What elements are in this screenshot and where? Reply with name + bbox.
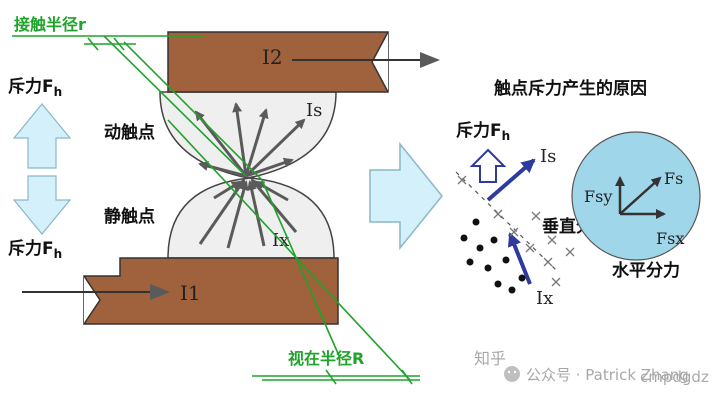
current-flow-arrows <box>194 102 306 249</box>
force-fsx-label: Fsx <box>656 229 684 248</box>
force-fs-label: Fs <box>664 169 683 188</box>
current-into-page-crosses <box>457 175 575 287</box>
svg-text:知乎: 知乎 <box>474 349 506 368</box>
right-label-ix: Ix <box>536 288 553 309</box>
current-label-is: Is <box>306 100 322 121</box>
moving-contact-label: 动触点 <box>104 122 155 143</box>
upper-conductor-bar <box>167 31 389 93</box>
current-label-bottom: I1 <box>180 281 201 305</box>
repulsion-label-left-bottom: 斥力Fh <box>8 238 62 261</box>
current-arrow-is-right <box>486 158 536 202</box>
static-contact-dome <box>167 177 335 259</box>
right-label-is: Is <box>540 146 556 167</box>
current-label-top: I2 <box>262 45 283 69</box>
current-out-of-page-dots <box>460 218 526 294</box>
current-arrow-ix-right <box>507 232 532 285</box>
radius-construction-lines <box>12 35 420 381</box>
dimension-ticks <box>87 37 413 385</box>
repulsion-arrow-up-icon <box>12 103 72 169</box>
repulsion-label-left-top: 斥力Fh <box>8 76 62 99</box>
horizontal-force-label: 水平分力 <box>612 260 680 281</box>
repulsion-arrow-down-icon <box>12 175 72 235</box>
force-fs-arrow <box>619 176 662 215</box>
wechat-icon <box>504 366 520 382</box>
cause-title: 触点斥力产生的原因 <box>493 78 647 99</box>
force-decomposition-circle <box>571 131 701 261</box>
apparent-radius-label: 视在半径R <box>288 349 364 368</box>
explanation-arrow-icon <box>369 141 443 251</box>
watermark: 知乎 公众号 · Patrick Zhang cmpdgdz <box>474 349 709 386</box>
static-contact-label: 静触点 <box>104 206 155 227</box>
svg-text:cmpdgdz: cmpdgdz <box>640 368 709 386</box>
repulsion-label-right: 斥力Fh <box>456 120 510 143</box>
contact-radius-label: 接触半径r <box>14 15 86 34</box>
force-fsy-label: Fsy <box>584 187 612 206</box>
repulsion-arrow-small-icon <box>469 148 507 183</box>
svg-text:公众号 · Patrick Zhang: 公众号 · Patrick Zhang <box>526 366 689 384</box>
